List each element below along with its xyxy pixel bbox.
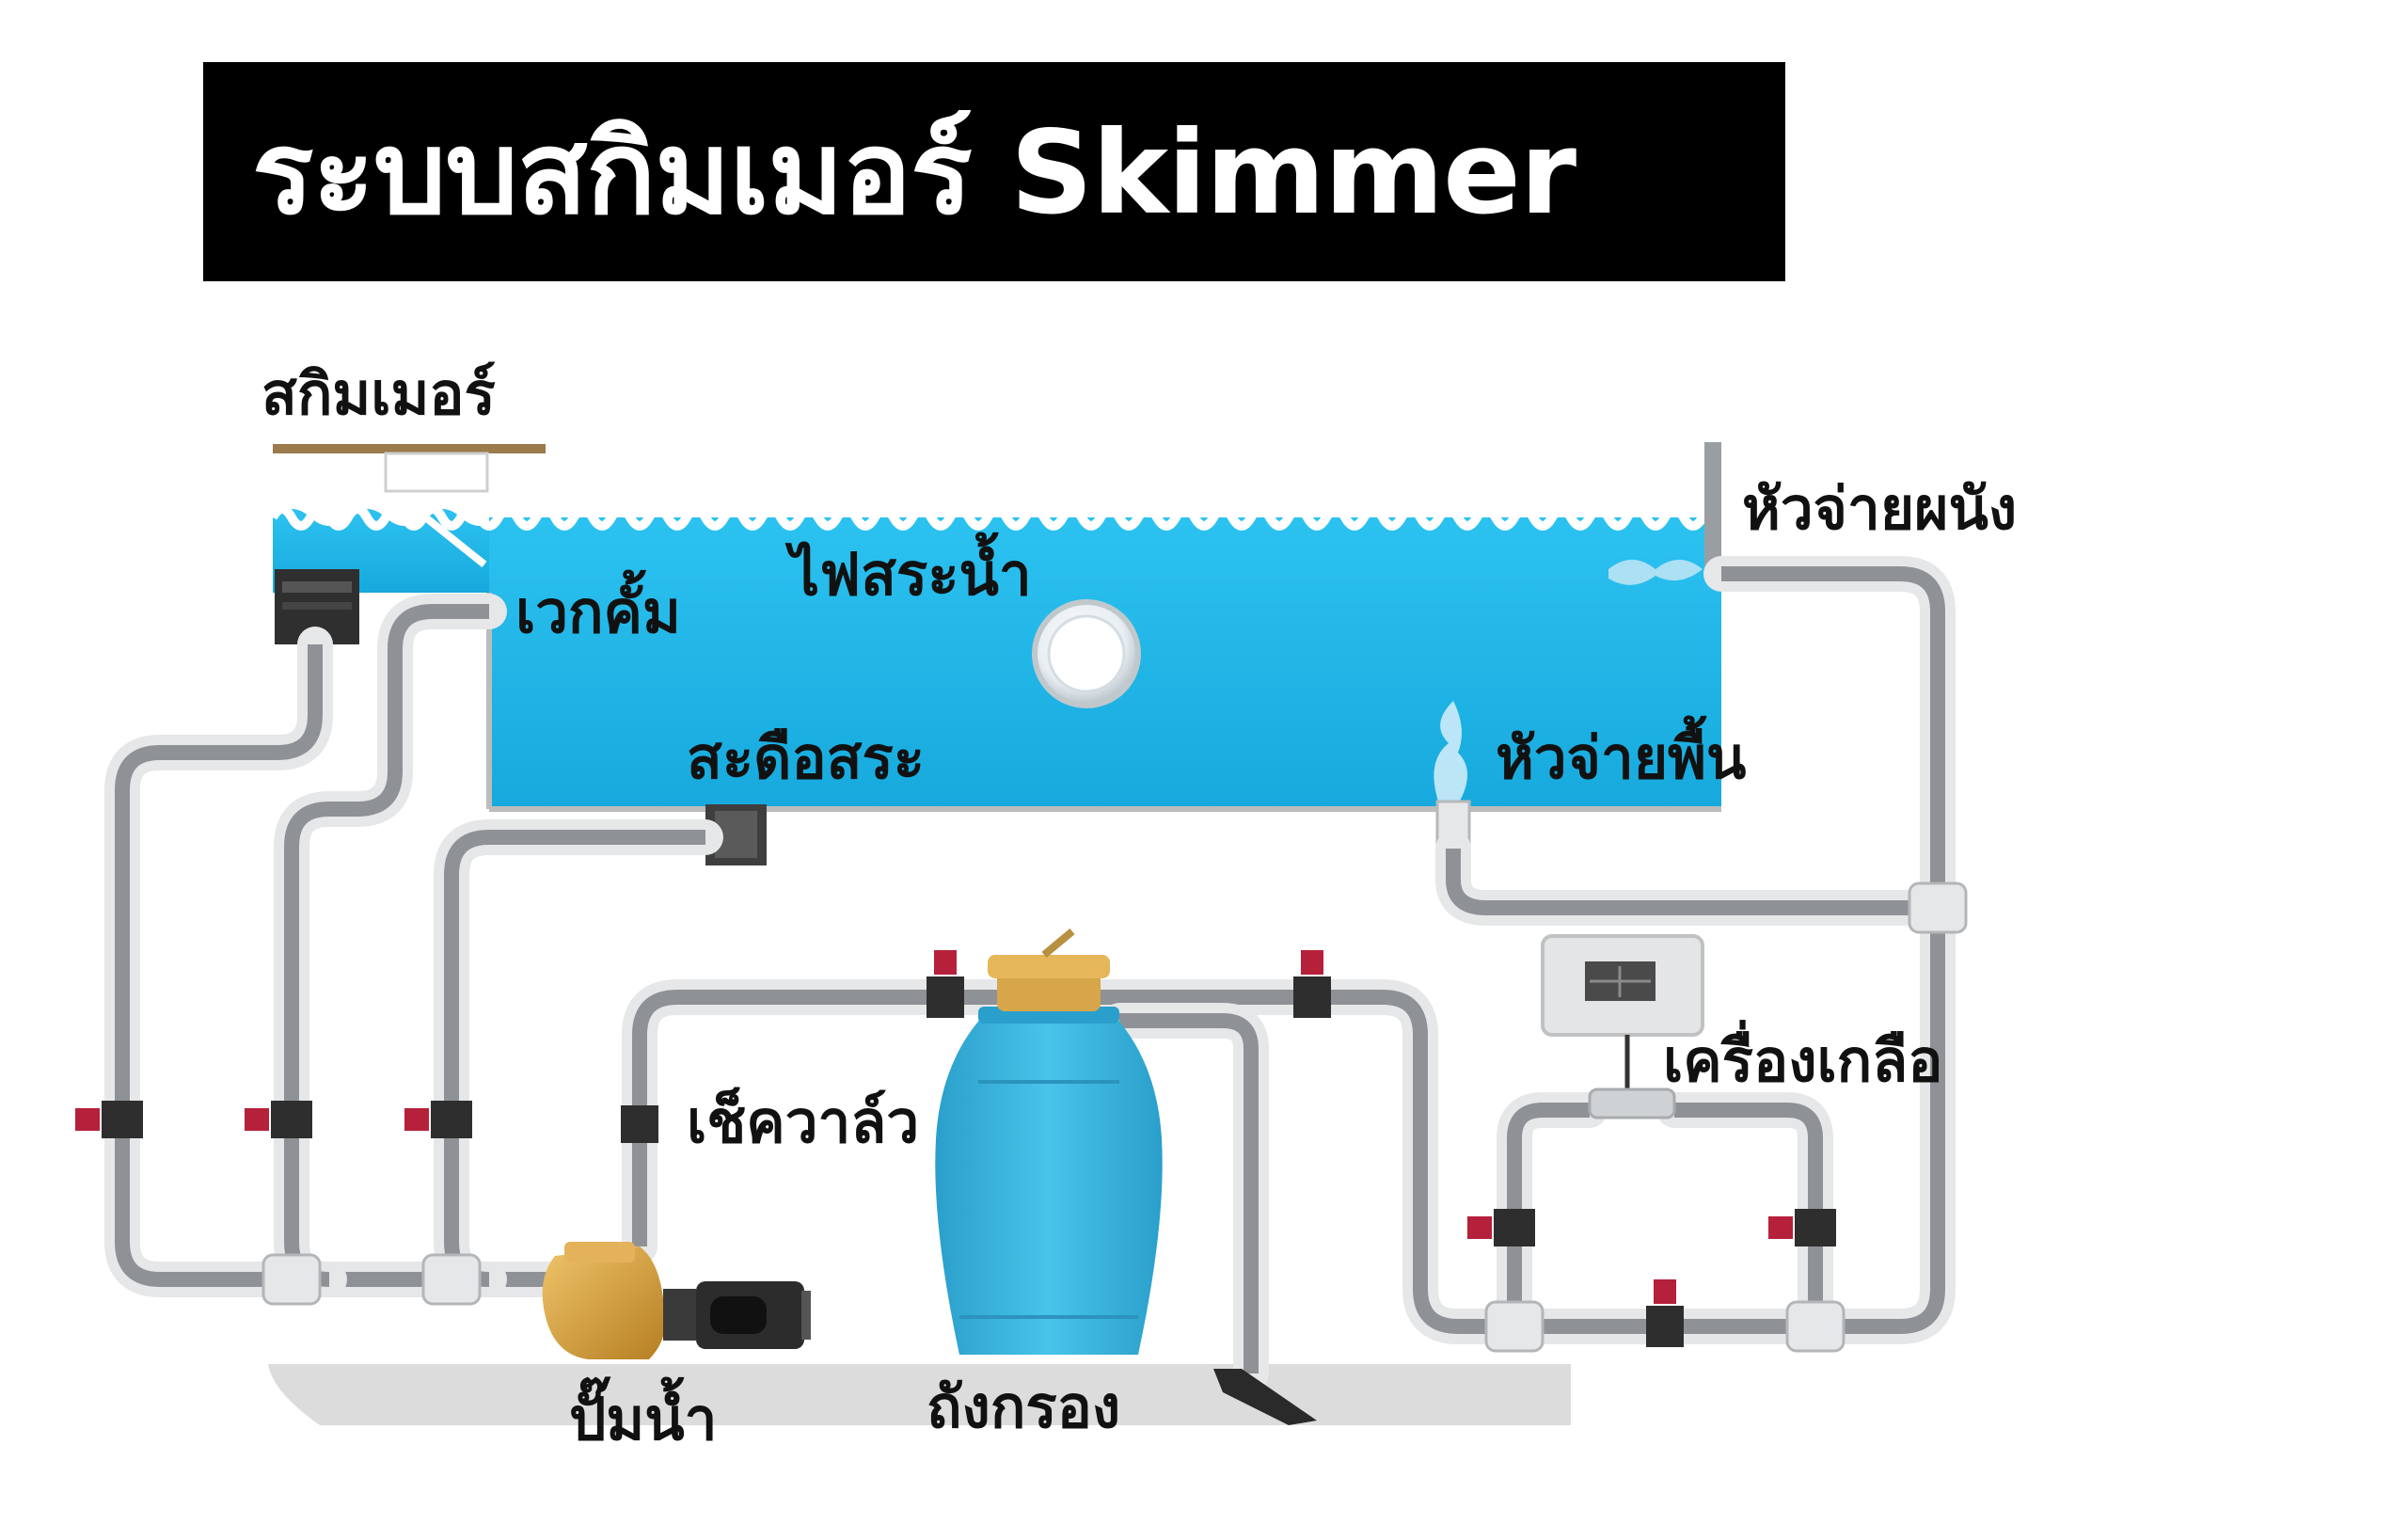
label-weir: เวกคั้ม bbox=[515, 578, 681, 646]
valve-handle bbox=[1654, 1279, 1676, 1304]
label-floor-inlet: หัวจ่ายพื้น bbox=[1496, 723, 1747, 792]
valve-body bbox=[1795, 1209, 1836, 1246]
pipe-2 bbox=[444, 830, 705, 1287]
valve-icon bbox=[927, 950, 964, 1018]
valve-icon bbox=[1293, 950, 1331, 1018]
valve-body bbox=[271, 1101, 312, 1138]
valve-handle bbox=[404, 1108, 429, 1131]
pipe-fittings bbox=[261, 881, 1968, 1353]
pipe-3 bbox=[632, 990, 997, 1246]
check-valve-icon bbox=[621, 1105, 658, 1143]
valve-body bbox=[102, 1101, 143, 1138]
filter-tank-icon bbox=[935, 928, 1163, 1355]
tee-fitting-3 bbox=[1484, 1300, 1545, 1353]
main-drain-fitting bbox=[705, 804, 767, 865]
valve-icon bbox=[75, 1101, 143, 1138]
pump-icon bbox=[542, 1242, 811, 1359]
valve-handle bbox=[934, 950, 957, 975]
wall-inlet-jet bbox=[1608, 442, 1721, 585]
skimmer-deck bbox=[273, 444, 546, 453]
tee-fitting-1 bbox=[421, 1253, 482, 1306]
pipe-7 bbox=[1507, 1103, 1823, 1326]
valve-handle bbox=[75, 1108, 100, 1131]
pipe-casing-6 bbox=[1435, 831, 1956, 926]
valve-body bbox=[1293, 976, 1331, 1018]
label-main-drain: สะดือสระ bbox=[687, 723, 926, 792]
valves bbox=[75, 950, 1836, 1347]
ground-slab bbox=[268, 1364, 1571, 1425]
tee-fitting-2 bbox=[1908, 881, 1968, 934]
pipe-casing-2 bbox=[434, 819, 723, 1297]
pipe-6 bbox=[1446, 849, 1938, 915]
label-skimmer: สกิมเมอร์ bbox=[261, 359, 496, 428]
valve-body bbox=[1646, 1306, 1684, 1347]
valve-body bbox=[431, 1101, 472, 1138]
label-wall-inlet: หัวจ่ายผนัง bbox=[1742, 474, 2018, 543]
label-filter-tank: ถังกรอง bbox=[927, 1373, 1121, 1441]
page-title: ระบบสกิมเมอร์ Skimmer bbox=[252, 105, 1576, 240]
valve-body bbox=[1494, 1209, 1535, 1246]
valve-icon bbox=[1646, 1279, 1684, 1347]
salt-chlorinator-icon bbox=[1541, 934, 1704, 1119]
valve-icon bbox=[1768, 1209, 1836, 1246]
pipe-5 bbox=[1119, 1013, 1259, 1373]
valve-handle bbox=[1768, 1216, 1793, 1239]
label-salt-chlorinator: เครื่องเกลือ bbox=[1663, 1026, 1943, 1095]
pool-water-wave bbox=[268, 504, 1745, 531]
valve-handle bbox=[1301, 950, 1323, 975]
waste-outlet bbox=[1213, 1369, 1317, 1425]
pool-light-icon bbox=[1032, 599, 1141, 708]
label-pool-light: ไฟสระน้ำ bbox=[790, 540, 1032, 609]
valve-handle bbox=[245, 1108, 269, 1131]
valve-handle bbox=[1467, 1216, 1492, 1239]
valve-icon bbox=[1467, 1209, 1535, 1246]
label-pump: ปั๊มน้ำ bbox=[569, 1385, 718, 1453]
valve-icon bbox=[245, 1101, 312, 1138]
valve-body bbox=[927, 976, 964, 1018]
tee-fitting-4 bbox=[1785, 1300, 1846, 1353]
tee-fitting-0 bbox=[261, 1253, 322, 1306]
pipe-0 bbox=[115, 644, 564, 1287]
title-banner: ระบบสกิมเมอร์ Skimmer bbox=[203, 62, 1785, 281]
valve-icon bbox=[404, 1101, 472, 1138]
label-check-valve: เช็ควาล์ว bbox=[687, 1088, 920, 1156]
